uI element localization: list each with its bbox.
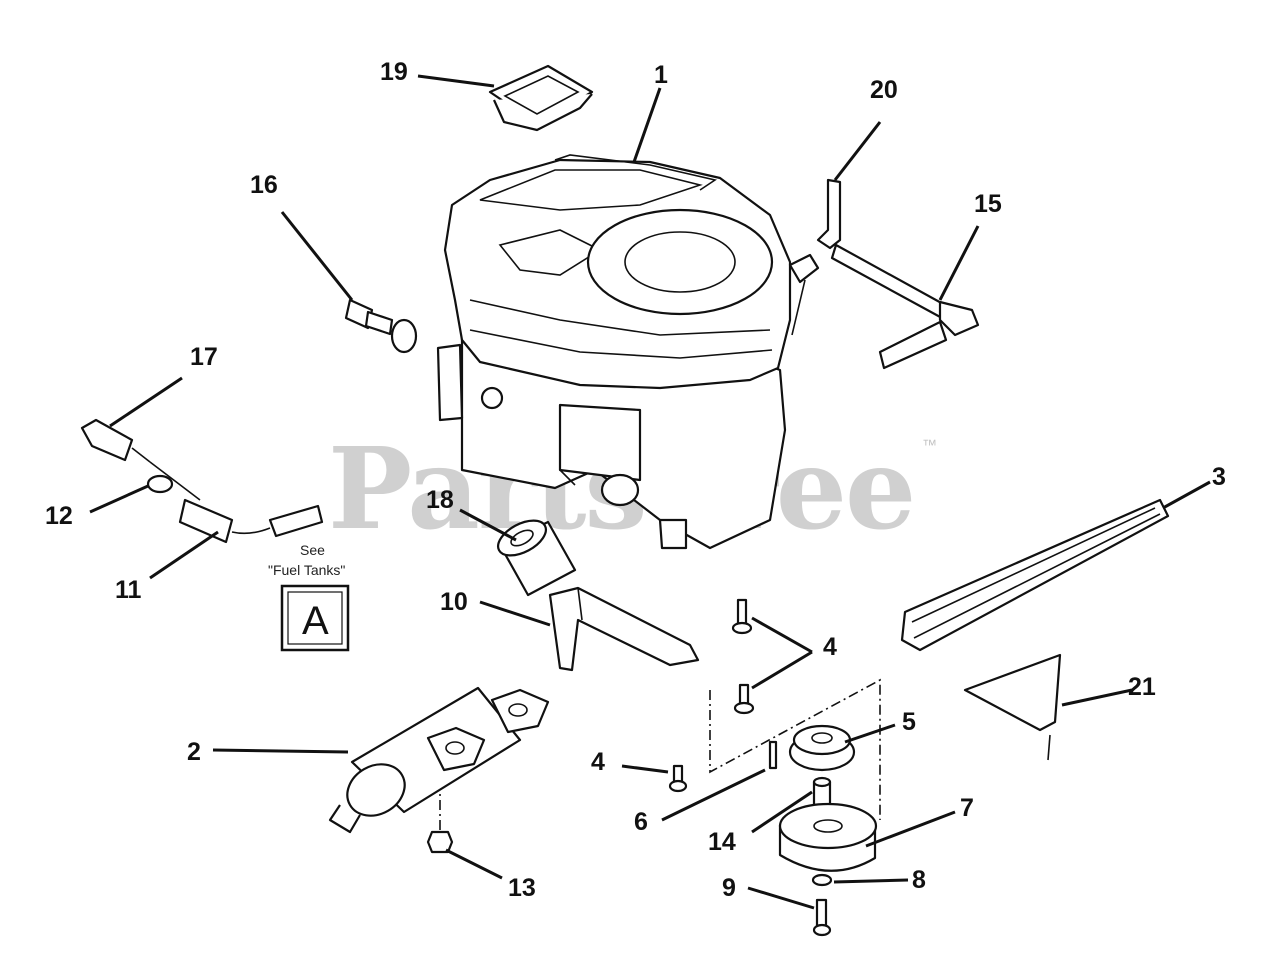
part-11-fuel-line[interactable] bbox=[178, 498, 324, 544]
reference-letter: A bbox=[302, 599, 329, 643]
label-part-2[interactable]: 2 bbox=[187, 738, 201, 766]
part-10-bracket[interactable] bbox=[548, 586, 700, 672]
part-18-oil-filter[interactable] bbox=[492, 513, 577, 597]
part-labels: 19 1 20 15 16 17 12 11 18 10 3 21 4 4 5 … bbox=[45, 58, 1226, 902]
label-part-11[interactable]: 11 bbox=[115, 576, 142, 604]
part-8-washer[interactable] bbox=[811, 873, 833, 887]
part-6-key[interactable] bbox=[768, 740, 778, 770]
label-part-13[interactable]: 13 bbox=[508, 874, 536, 902]
watermark-trademark: ™ bbox=[922, 437, 937, 454]
part-14-spacer[interactable] bbox=[812, 776, 832, 808]
label-part-21[interactable]: 21 bbox=[1128, 673, 1156, 701]
part-12-hose-clamp[interactable] bbox=[146, 461, 201, 501]
part-20-bracket[interactable] bbox=[816, 178, 842, 250]
label-part-17[interactable]: 17 bbox=[190, 343, 218, 371]
label-part-1[interactable]: 1 bbox=[654, 61, 668, 89]
label-part-16[interactable]: 16 bbox=[250, 171, 278, 199]
fuel-tanks-reference[interactable]: See "Fuel Tanks" A bbox=[268, 542, 350, 652]
part-2-muffler[interactable] bbox=[328, 686, 550, 834]
part-17-fuel-filter[interactable] bbox=[80, 418, 151, 463]
part-19-air-filter[interactable] bbox=[488, 64, 594, 132]
reference-see-text: See bbox=[300, 542, 325, 558]
label-part-8[interactable]: 8 bbox=[912, 866, 926, 894]
label-part-5[interactable]: 5 bbox=[902, 708, 916, 736]
part-4-bolts[interactable] bbox=[668, 598, 755, 793]
label-part-9[interactable]: 9 bbox=[722, 874, 736, 902]
part-13-nut[interactable] bbox=[426, 830, 454, 854]
part-7-pulley[interactable] bbox=[778, 802, 878, 872]
part-1-engine[interactable] bbox=[436, 154, 820, 550]
label-part-7[interactable]: 7 bbox=[960, 794, 974, 822]
reference-fuel-tanks-text: "Fuel Tanks" bbox=[268, 562, 345, 578]
label-part-10[interactable]: 10 bbox=[440, 588, 468, 616]
label-part-6[interactable]: 6 bbox=[634, 808, 648, 836]
reference-box bbox=[280, 584, 350, 652]
part-5-pulley[interactable] bbox=[788, 724, 856, 772]
label-part-20[interactable]: 20 bbox=[870, 76, 898, 104]
label-part-12[interactable]: 12 bbox=[45, 502, 73, 530]
label-part-19[interactable]: 19 bbox=[380, 58, 408, 86]
part-21-shield[interactable] bbox=[963, 653, 1062, 761]
part-9-bolt[interactable] bbox=[812, 898, 832, 937]
part-16-drain-valve[interactable] bbox=[344, 298, 418, 354]
label-part-15[interactable]: 15 bbox=[974, 190, 1002, 218]
label-part-18[interactable]: 18 bbox=[426, 486, 454, 514]
part-3-belt[interactable] bbox=[900, 498, 1170, 652]
part-15-breather-tube[interactable] bbox=[830, 243, 980, 370]
label-part-4b[interactable]: 4 bbox=[591, 748, 605, 776]
label-part-14[interactable]: 14 bbox=[708, 828, 736, 856]
label-part-4a[interactable]: 4 bbox=[823, 633, 837, 661]
label-part-3[interactable]: 3 bbox=[1212, 463, 1226, 491]
leader-lines bbox=[89, 74, 1211, 910]
